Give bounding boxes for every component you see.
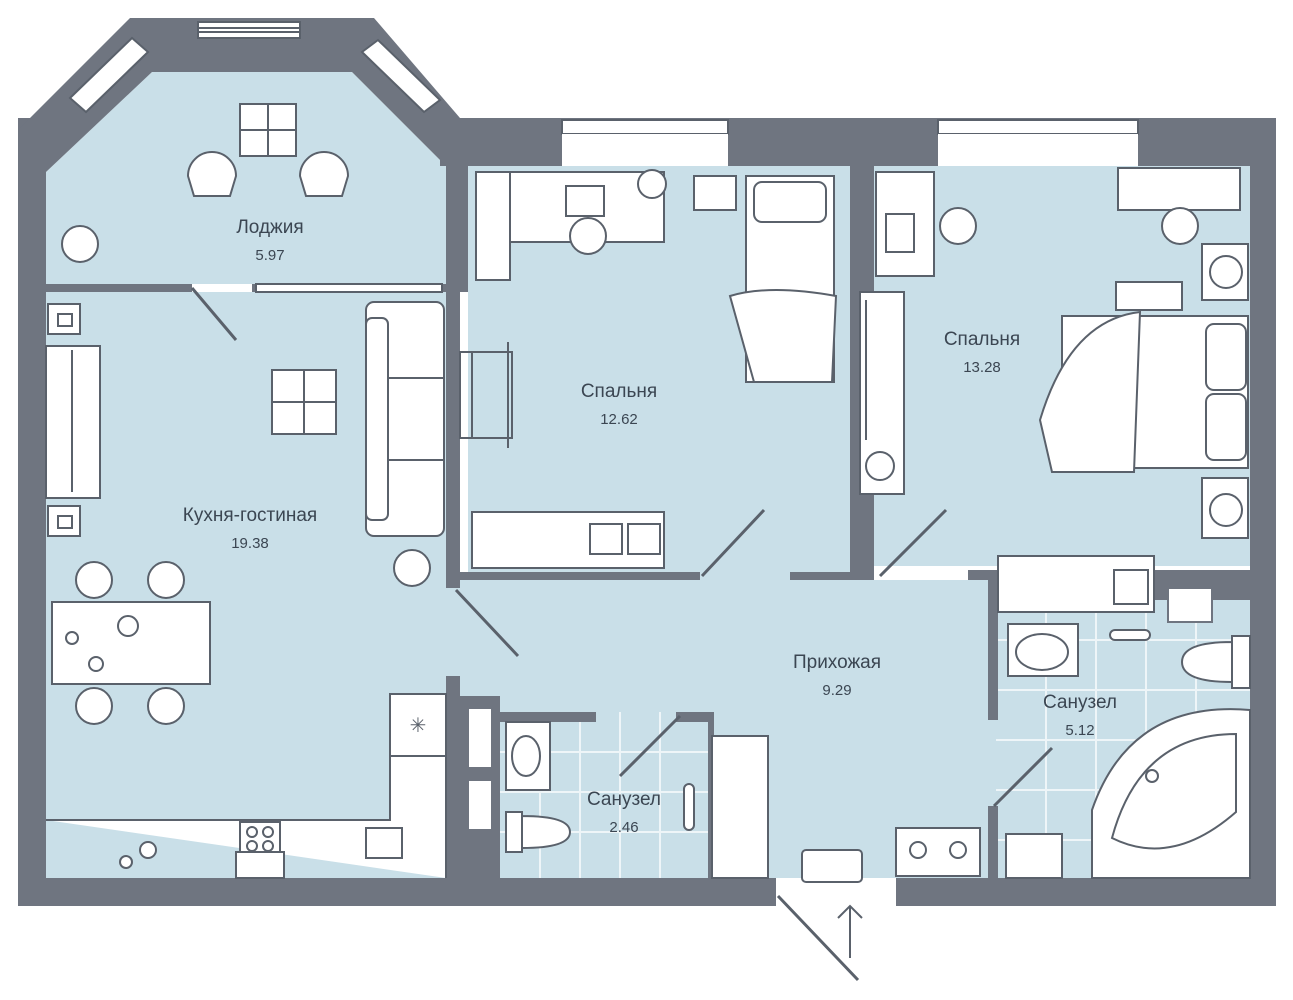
room-label-bedroom-2: Спальня 13.28 — [922, 327, 1042, 379]
plant-icon — [1161, 207, 1199, 245]
windows — [68, 21, 1139, 293]
room-area: 19.38 — [231, 535, 269, 552]
room-label-bathroom-large: Санузел 5.12 — [1022, 690, 1138, 742]
room-area: 9.29 — [822, 682, 852, 699]
window-bedroom-1 — [561, 119, 729, 135]
room-name: Санузел — [1042, 692, 1117, 713]
room-name: Прихожая — [792, 652, 882, 673]
room-area: 2.46 — [609, 819, 639, 836]
room-area: 5.12 — [1065, 722, 1095, 739]
furniture: ✳ — [45, 103, 1251, 883]
plant-icon — [393, 549, 431, 587]
window-top-loggia — [197, 21, 301, 39]
room-area: 13.28 — [963, 359, 1001, 376]
armchair-icon — [298, 151, 350, 197]
washing-machine — [895, 827, 981, 877]
entrance-arrow-icon — [837, 904, 863, 958]
room-name: Лоджия — [236, 217, 304, 238]
room-label-bedroom-1: Спальня 12.62 — [559, 379, 679, 431]
plant-icon — [61, 225, 99, 263]
toilet-icon — [505, 811, 572, 853]
plant-icon — [865, 451, 895, 481]
room-name: Спальня — [580, 381, 658, 402]
room-label-loggia: Лоджия 5.97 — [208, 215, 332, 267]
plant-icon — [637, 169, 667, 199]
window-loggia-partition — [255, 283, 443, 293]
armchair-icon — [186, 151, 238, 197]
window-loggia-left — [68, 36, 150, 114]
room-name: Спальня — [943, 329, 1021, 350]
sink-icon — [365, 827, 403, 859]
window-openings — [562, 134, 1138, 166]
room-label-kitchen-living: Кухня-гостиная 19.38 — [150, 503, 350, 555]
shafts — [467, 587, 1213, 831]
room-label-hallway: Прихожая 9.29 — [774, 650, 900, 702]
window-bedroom-2 — [937, 119, 1139, 135]
shoe-rack — [711, 735, 769, 879]
window-loggia-right — [360, 38, 442, 114]
stove-icon — [239, 821, 281, 855]
loggia-floor — [46, 72, 452, 284]
room-name: Кухня-гостиная — [182, 505, 318, 526]
svg-text:✳: ✳ — [410, 715, 427, 737]
toilet-icon — [1180, 635, 1251, 689]
bathtub-icon — [1091, 708, 1251, 879]
room-area: 5.97 — [255, 247, 285, 264]
doormat — [801, 849, 863, 883]
room-label-bathroom-small: Санузел 2.46 — [566, 787, 682, 839]
room-area: 12.62 — [600, 411, 638, 428]
room-name: Санузел — [586, 789, 661, 810]
doors — [190, 287, 1054, 982]
